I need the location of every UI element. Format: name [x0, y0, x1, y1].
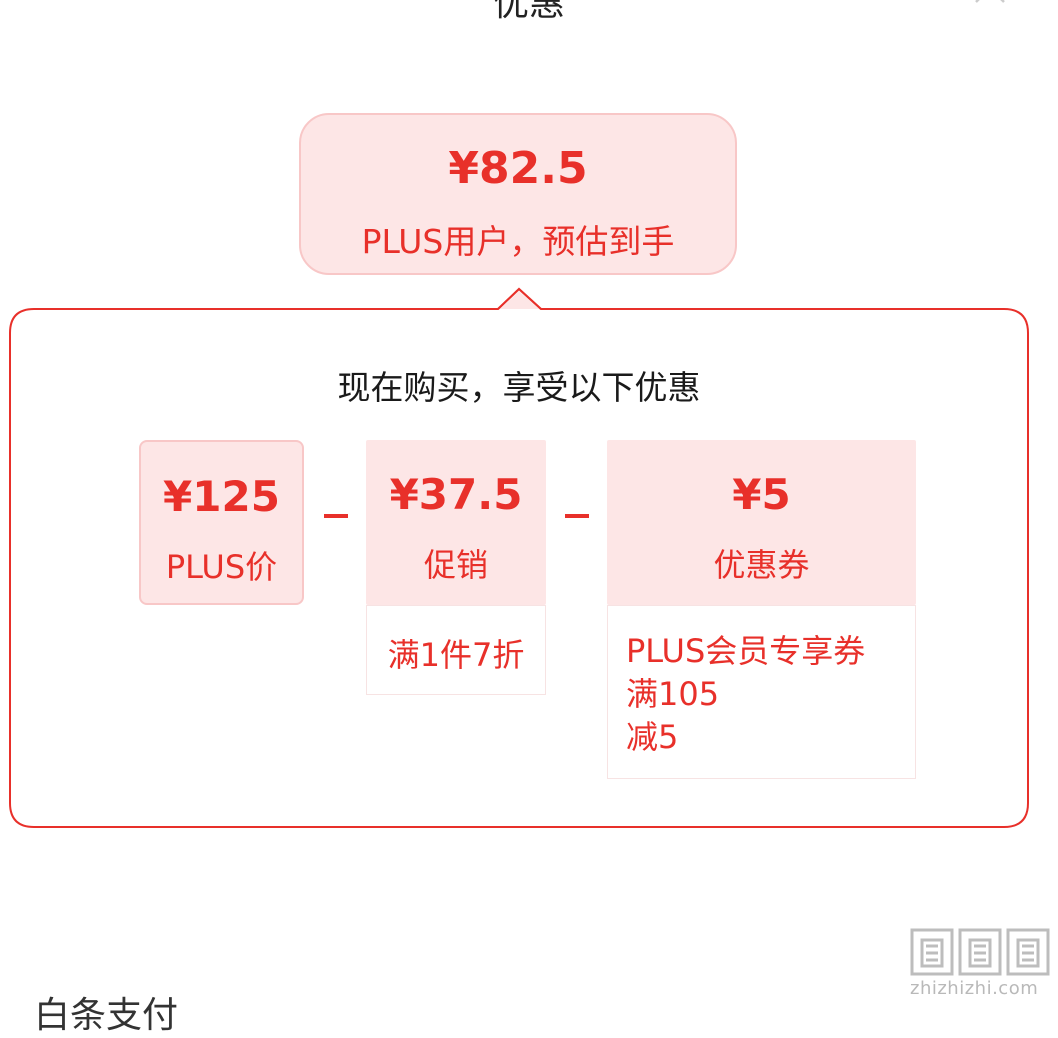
plus-price-card: ¥125 PLUS价	[139, 440, 304, 605]
promotion-detail: 满1件7折	[366, 605, 546, 695]
coupon-detail-threshold: 满105	[626, 675, 720, 713]
coupon-amount: ¥5	[732, 470, 791, 519]
coupon-detail: PLUS会员专享券 满105 减5	[607, 605, 916, 779]
minus-sign	[565, 514, 589, 518]
breakdown-title: 现在购买，享受以下优惠	[337, 368, 701, 407]
watermark: zhizhizhi.com	[906, 926, 1052, 1006]
final-price-bubble: ¥82.5 PLUS用户，预估到手	[299, 113, 737, 275]
close-icon[interactable]	[974, 0, 1008, 8]
minus-sign	[324, 514, 348, 518]
plus-price-amount: ¥125	[163, 472, 280, 521]
promotion-card: ¥37.5 促销	[366, 440, 546, 605]
watermark-logo-icon	[910, 928, 1050, 976]
final-price-amount: ¥82.5	[448, 143, 588, 194]
plus-price-label: PLUS价	[165, 548, 278, 586]
promotion-amount: ¥37.5	[389, 470, 523, 519]
coupon-detail-name: PLUS会员专享券	[626, 632, 866, 670]
sheet-title: 优惠	[492, 0, 565, 24]
watermark-text: zhizhizhi.com	[910, 978, 1039, 999]
coupon-label: 优惠券	[713, 546, 810, 584]
coupon-detail-discount: 减5	[626, 718, 679, 756]
coupon-card: ¥5 优惠券	[607, 440, 916, 605]
promotion-label: 促销	[423, 546, 488, 584]
final-price-label: PLUS用户，预估到手	[361, 222, 675, 261]
promotion-detail-line: 满1件7折	[387, 636, 525, 674]
payment-option-label[interactable]: 白条支付	[34, 995, 179, 1036]
